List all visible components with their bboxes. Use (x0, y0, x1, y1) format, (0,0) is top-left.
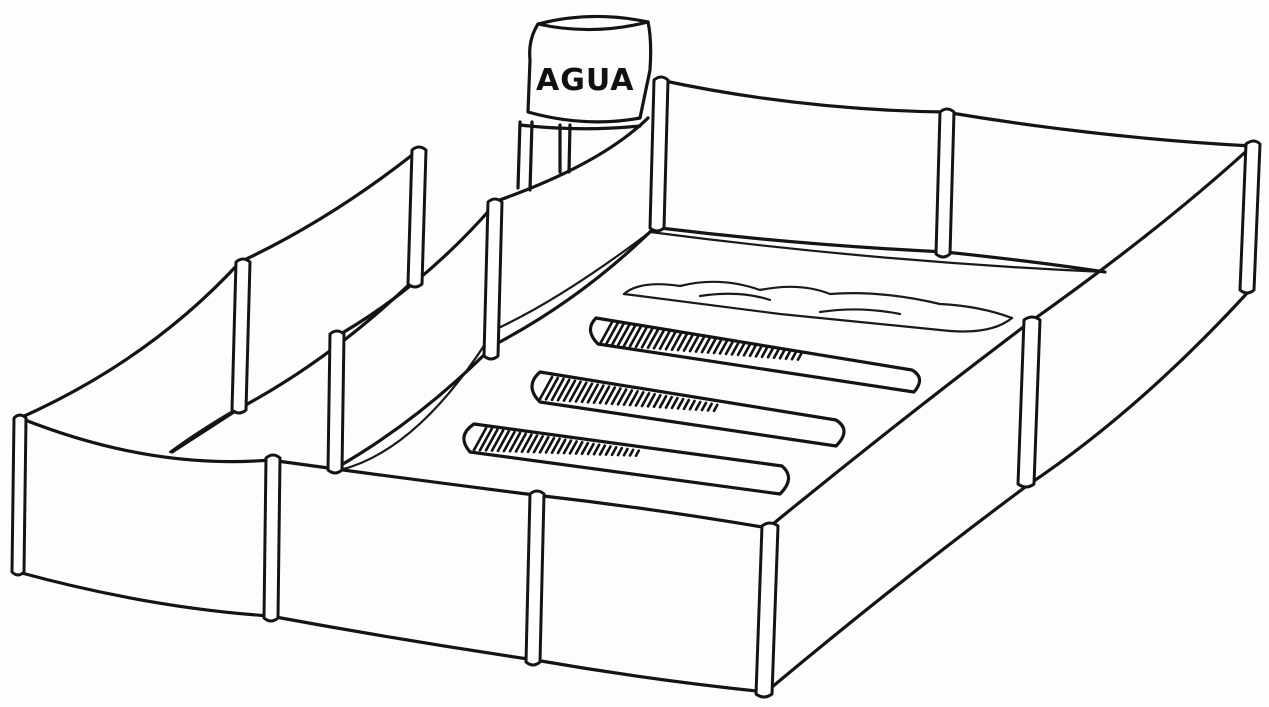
hatch-stroke (690, 401, 695, 409)
hatch-stroke (546, 378, 558, 399)
tank-label: AGUA (536, 63, 635, 98)
hatch-stroke (798, 354, 801, 360)
hatch-stroke (768, 349, 773, 357)
front-fence (18, 322, 1030, 692)
hatch-stroke (618, 448, 622, 455)
hatch-stroke (612, 324, 624, 345)
mulch-bed (624, 282, 1012, 332)
hatch-stroke (630, 450, 633, 456)
hatch-stroke (774, 350, 778, 358)
hatch-stroke (786, 352, 790, 359)
back-fence (660, 80, 1252, 485)
hatch-stroke (708, 404, 712, 411)
hatch-stroke (612, 447, 616, 455)
hatch-stroke (738, 344, 744, 355)
hatch-stroke (714, 405, 717, 411)
hatch-stroke (684, 400, 689, 409)
hatch-stroke (756, 347, 761, 356)
hatch-stroke (636, 451, 639, 456)
planted-row-2 (532, 372, 844, 446)
hatch-stroke (552, 379, 563, 400)
planted-row-3 (464, 424, 789, 494)
hatch-stroke (594, 445, 599, 454)
hatch-stroke (750, 346, 755, 356)
hatch-stroke (558, 380, 569, 400)
planted-row-1 (590, 318, 919, 392)
hatch-stroke (732, 343, 738, 354)
hatch-stroke (780, 351, 784, 358)
hatch-stroke (600, 322, 612, 344)
hatch-stroke (624, 449, 627, 455)
hatch-stroke (720, 341, 727, 353)
hatch-stroke (480, 429, 492, 450)
hatch-stroke (492, 431, 503, 451)
hatch-stroke (660, 396, 666, 407)
hatch-stroke (648, 394, 655, 406)
hatch-stroke (606, 446, 610, 454)
hatch-stroke (678, 399, 683, 408)
hatch-stroke (666, 397, 672, 407)
hatch-stroke (792, 353, 796, 359)
left-fence (20, 152, 416, 452)
hatch-stroke (588, 444, 594, 454)
hatch-stroke (672, 398, 677, 408)
hatch-stroke (540, 377, 552, 399)
hatch-stroke (486, 430, 497, 451)
hatch-stroke (576, 442, 582, 453)
hatch-stroke (726, 342, 732, 354)
hatch-stroke (744, 345, 750, 355)
hatch-stroke (600, 446, 605, 455)
hatch-stroke (762, 348, 767, 357)
hatch-stroke (474, 428, 486, 450)
hatch-stroke (702, 403, 706, 410)
hatch-stroke (654, 395, 660, 407)
hatch-stroke (696, 402, 700, 410)
hatch-stroke (582, 443, 588, 454)
hatch-stroke (618, 325, 629, 346)
hatch-stroke (570, 441, 577, 453)
hatch-stroke (606, 323, 618, 345)
